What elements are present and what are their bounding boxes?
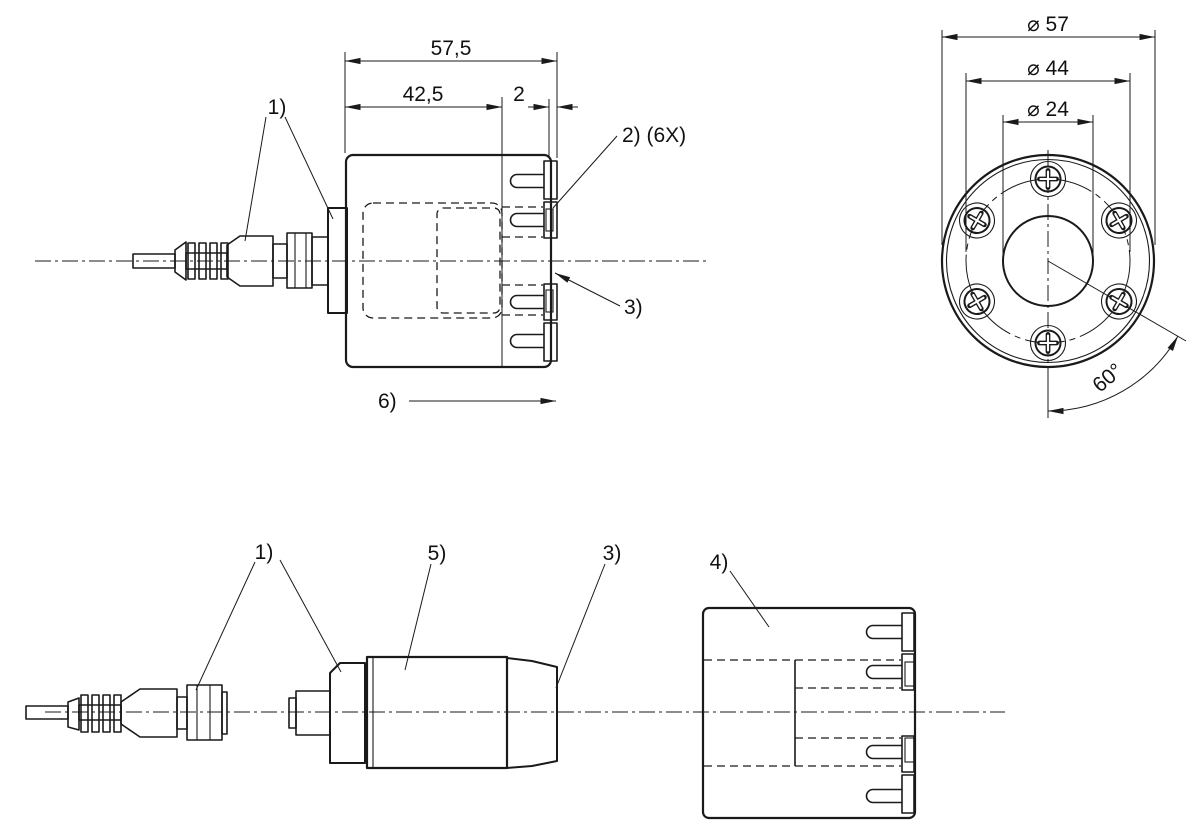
screw-head-tab bbox=[543, 160, 558, 200]
screw-head-circle bbox=[963, 288, 991, 315]
exploded-view: 1) 5) 3) 4) bbox=[25, 541, 1005, 820]
connector-end-cap bbox=[221, 691, 228, 735]
phillips-screw bbox=[958, 283, 996, 320]
screw-pin bbox=[865, 744, 902, 760]
phillips-cross-icon bbox=[967, 210, 987, 231]
dim-bore-diameter-label: ⌀ 24 bbox=[1027, 98, 1069, 121]
exploded-view-callouts: 1) 5) 3) 4) bbox=[195, 541, 770, 691]
strain-relief-rib bbox=[113, 694, 122, 733]
strain-relief-rib bbox=[198, 242, 207, 280]
screw-recess-circle bbox=[1029, 160, 1067, 198]
phillips-screw bbox=[1029, 160, 1067, 198]
phillips-screw bbox=[1029, 324, 1067, 362]
dim-total-length-label: 57,5 bbox=[431, 37, 472, 60]
screw-head-tab-inner bbox=[904, 661, 915, 687]
phillips-screw bbox=[1100, 283, 1138, 320]
phillips-cross-icon bbox=[1109, 291, 1129, 312]
strain-relief-rib bbox=[187, 242, 196, 280]
screw-head-circle bbox=[1034, 165, 1062, 193]
dim-bolt-circle-label: ⌀ 44 bbox=[1027, 57, 1069, 80]
screw-pin bbox=[509, 294, 544, 310]
cartridge-nose-cone bbox=[506, 657, 558, 769]
screw-pin bbox=[509, 173, 544, 189]
callout-leader bbox=[555, 563, 606, 689]
connector-neck bbox=[176, 696, 188, 730]
side-view-callouts: 1) 2) (6X) 3) 6) bbox=[244, 96, 686, 413]
screw-head-tab bbox=[543, 201, 558, 239]
screw-head-circle bbox=[1105, 288, 1133, 315]
screw-head-tab bbox=[901, 653, 915, 691]
callout-nose-label: 3) bbox=[603, 542, 622, 565]
housing-outline bbox=[701, 606, 917, 820]
strain-relief-collar bbox=[174, 241, 187, 281]
side-view: 57,5 42,5 2 1) 2) (6X) 3) 6) bbox=[35, 37, 710, 413]
screw-pin bbox=[865, 788, 902, 804]
screw-pin bbox=[509, 212, 544, 228]
callout-leader bbox=[404, 563, 432, 671]
callout-connector-label: 1) bbox=[255, 541, 274, 564]
callout-direction-label: 6) bbox=[378, 390, 397, 413]
callout-screws-label: 2) (6X) bbox=[622, 124, 686, 147]
cable-connector bbox=[25, 684, 228, 741]
screw-recess-circle bbox=[958, 202, 996, 239]
strain-relief-collar bbox=[67, 697, 80, 731]
sensor-cartridge bbox=[288, 655, 558, 770]
screw-recess-circle bbox=[958, 283, 996, 320]
phillips-cross-icon bbox=[1037, 332, 1059, 354]
strain-relief-rib bbox=[220, 242, 229, 280]
phillips-cross-icon bbox=[1037, 168, 1059, 190]
screw-head-tab bbox=[901, 612, 915, 652]
screw-recess-circle bbox=[1100, 283, 1138, 320]
front-view: ⌀ 57 ⌀ 44 ⌀ 24 60° bbox=[940, 13, 1187, 418]
phillips-cross-icon bbox=[967, 291, 987, 312]
callout-leader bbox=[279, 559, 342, 673]
plug-tip bbox=[288, 697, 297, 729]
plug-body bbox=[295, 690, 331, 736]
screw-head-tab-inner bbox=[545, 289, 554, 313]
callout-leader bbox=[729, 570, 770, 628]
callout-housing-label: 4) bbox=[710, 551, 729, 574]
screw-pin bbox=[865, 624, 902, 640]
side-view-dimensions: 57,5 42,5 2 bbox=[344, 37, 578, 367]
screw-head-tab-inner bbox=[904, 737, 915, 763]
strain-relief-rib bbox=[102, 694, 111, 733]
sensor-body bbox=[327, 153, 558, 369]
callout-leader bbox=[244, 116, 267, 242]
screw-pin bbox=[509, 333, 544, 349]
cable-connector bbox=[132, 232, 329, 289]
dim-projection-label: 2 bbox=[513, 83, 525, 106]
callout-leader bbox=[195, 561, 256, 691]
cartridge-flange bbox=[329, 662, 366, 764]
callout-connector-label: 1) bbox=[268, 96, 287, 119]
phillips-screw bbox=[1100, 202, 1138, 239]
screw-head-tab bbox=[543, 283, 558, 321]
connector-barrel bbox=[226, 235, 274, 287]
callout-leader-arrow bbox=[554, 272, 621, 307]
screw-head-tab bbox=[543, 322, 558, 362]
callout-ref-label: 3) bbox=[624, 296, 643, 319]
phillips-cross-icon bbox=[1109, 210, 1129, 231]
phillips-screw bbox=[958, 202, 996, 239]
housing bbox=[701, 606, 917, 820]
angle-dimension-arc bbox=[1047, 335, 1179, 415]
connector-barrel bbox=[120, 688, 178, 738]
housing-outline bbox=[344, 153, 553, 369]
callout-body-label: 5) bbox=[428, 542, 447, 565]
screw-head-tab bbox=[901, 735, 915, 773]
screw-pin bbox=[865, 664, 902, 680]
strain-relief-rib bbox=[209, 242, 218, 280]
strain-relief-rib bbox=[80, 694, 89, 733]
screw-recess-circle bbox=[1100, 202, 1138, 239]
dim-body-length-label: 42,5 bbox=[403, 83, 444, 106]
callout-leader bbox=[284, 116, 334, 220]
dim-outer-diameter-label: ⌀ 57 bbox=[1027, 13, 1069, 36]
screw-head-tab-inner bbox=[545, 208, 554, 232]
strain-relief-rib bbox=[91, 694, 100, 733]
hidden-insert bbox=[436, 207, 501, 314]
screw-head-tab bbox=[901, 774, 915, 814]
callout-leader bbox=[552, 135, 618, 209]
